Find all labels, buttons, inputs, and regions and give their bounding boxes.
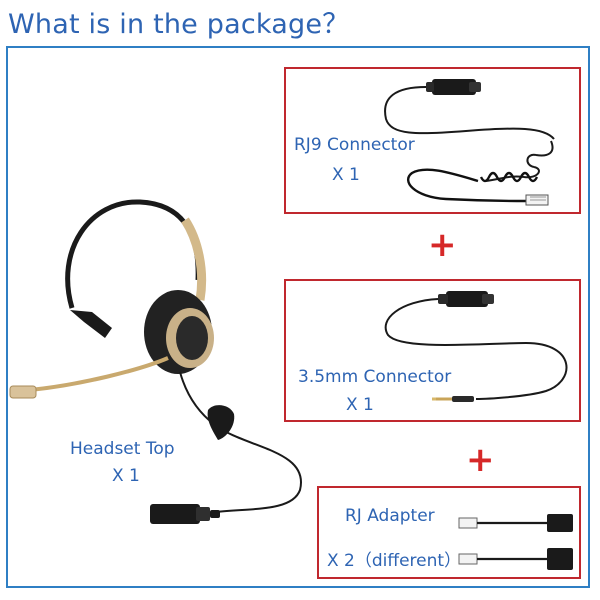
35mm-cable-image [384,291,568,402]
rj9-coiled-cable-image [384,79,555,206]
headset-top-label: Headset Top [70,439,175,459]
rj9-connector-qty: X 1 [332,165,360,185]
35mm-connector-qty: X 1 [346,395,374,415]
plus-sign-1: + [428,225,457,265]
rj-adapter-label: RJ Adapter [345,506,435,526]
page-title: What is in the package？ [8,9,350,40]
outer-frame [6,46,590,588]
rj-adapter-box: RJ Adapter X 2（different） [317,486,581,579]
rj-adapter-image [458,514,573,570]
rj9-connector-box: RJ9 Connector X 1 [284,67,581,214]
35mm-connector-label: 3.5mm Connector [298,367,452,387]
headset-top-qty: X 1 [112,466,140,486]
headset-image [9,199,303,524]
rj9-connector-label: RJ9 Connector [294,135,415,155]
35mm-connector-box: 3.5mm Connector X 1 [284,279,581,422]
plus-sign-2: + [466,440,495,480]
rj-adapter-qty: X 2（different） [327,551,462,571]
